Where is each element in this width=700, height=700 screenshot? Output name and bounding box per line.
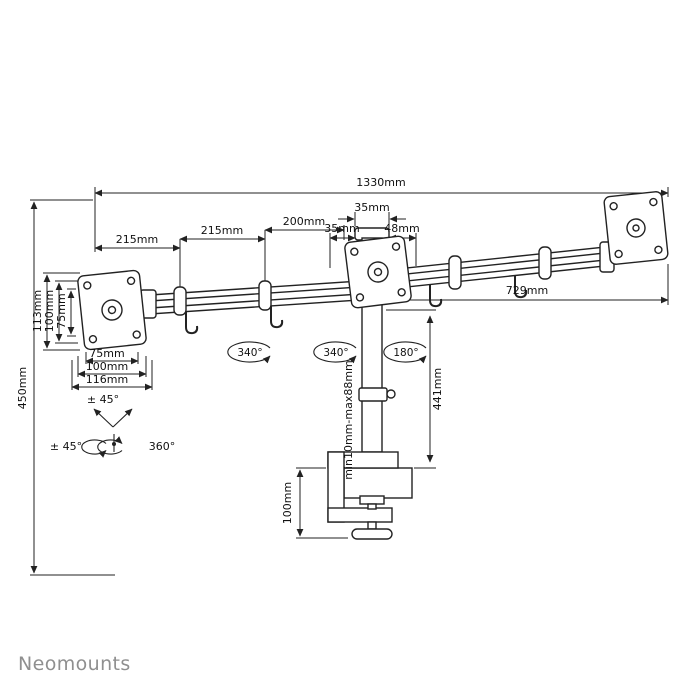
- knob-handle: [351, 528, 393, 540]
- vesa-plate-right: [603, 191, 669, 265]
- dim-arm-segment-1: 215mm: [116, 233, 158, 246]
- dim-clamp-range: min10mm-max88mm: [342, 360, 355, 480]
- clamp-screw: [367, 503, 377, 510]
- angle-joint-2-label: 340°: [323, 347, 348, 359]
- dim-plate-height-vesa: 75mm: [55, 293, 68, 328]
- cable-hook-icon: [429, 285, 443, 308]
- vesa-hole: [350, 247, 359, 256]
- vesa-hole: [609, 202, 618, 211]
- clamp-pad: [359, 495, 385, 505]
- angle-rotation-label: 360°: [149, 440, 176, 453]
- pivot-hub-center: [373, 267, 383, 277]
- cable-hook-icon: [270, 306, 284, 329]
- dim-plate-height-mid: 100mm: [43, 290, 56, 332]
- vesa-hole: [132, 330, 141, 339]
- dim-clamp-height: 100mm: [281, 482, 294, 524]
- left-arm-joint-2: [258, 280, 272, 311]
- dim-arm-segment-3: 200mm: [283, 215, 325, 228]
- dim-overall-height: 450mm: [16, 367, 29, 409]
- cable-hook-icon: [514, 276, 528, 299]
- dimension-labels: 1330mm 35mm 35mm 48mm 215mm 215mm 200mm …: [16, 176, 548, 524]
- vesa-hole: [391, 242, 401, 251]
- vesa-hole: [649, 197, 658, 207]
- right-arm-joint-1: [448, 255, 462, 290]
- dim-plate-width-vesa: 75mm: [89, 347, 124, 360]
- cable-hook-icon: [185, 312, 199, 335]
- tilt-arrow-icon: [93, 408, 114, 428]
- vesa-hole: [83, 281, 92, 290]
- rotation-oval-icon: [313, 341, 357, 364]
- vesa-hole: [397, 288, 406, 297]
- collar-knob: [386, 389, 396, 399]
- dimension-lines: [30, 187, 669, 576]
- mount-hardware: [77, 191, 669, 540]
- dim-joint-right-offset: 48mm: [384, 222, 419, 235]
- rotate-arc-icon: [97, 436, 123, 455]
- angle-swivel-label: ± 45°: [50, 440, 82, 453]
- vesa-hole: [126, 276, 136, 286]
- dim-total-width: 1330mm: [356, 176, 405, 189]
- right-arm-joint-2: [538, 246, 552, 280]
- angle-joint-3-label: 180°: [393, 347, 418, 359]
- vesa-hole: [355, 293, 365, 302]
- vesa-hole: [614, 249, 623, 259]
- dim-arm-segment-2: 215mm: [201, 224, 243, 237]
- left-arm-joint-1: [173, 286, 187, 316]
- vesa-plate-left: [77, 269, 147, 351]
- angle-tilt-label: ± 45°: [87, 393, 119, 406]
- dim-pole-height: 441mm: [431, 368, 444, 410]
- angle-symbols: [81, 341, 427, 458]
- knob-stem: [367, 521, 377, 530]
- pivot-hub-center: [107, 305, 117, 315]
- vesa-plate-center: [344, 235, 412, 309]
- dim-right-arm-span: 729mm: [506, 284, 548, 297]
- dim-plate-height-outer: 113mm: [31, 290, 44, 332]
- rotation-oval-icon: [227, 341, 271, 364]
- dim-joint-left-offset: 35mm: [324, 222, 359, 235]
- pole-collar: [358, 387, 388, 402]
- dim-plate-width-outer: 116mm: [86, 373, 128, 386]
- desk-surface: [343, 467, 413, 499]
- dim-pole-cap: 35mm: [354, 201, 389, 214]
- dim-plate-width-mid: 100mm: [86, 360, 128, 373]
- pivot-hub-center: [632, 224, 640, 232]
- brand-logo: Neomounts: [18, 653, 131, 675]
- angle-joint-1-label: 340°: [237, 347, 262, 359]
- pivot-dot: [112, 442, 116, 446]
- tilt-arrow-icon: [112, 408, 133, 428]
- rotation-oval-icon: [383, 341, 427, 364]
- vesa-hole: [88, 334, 98, 344]
- vesa-hole: [654, 245, 663, 254]
- swivel-arc-icon: [81, 439, 107, 458]
- clamp-bottom-arm: [327, 507, 393, 523]
